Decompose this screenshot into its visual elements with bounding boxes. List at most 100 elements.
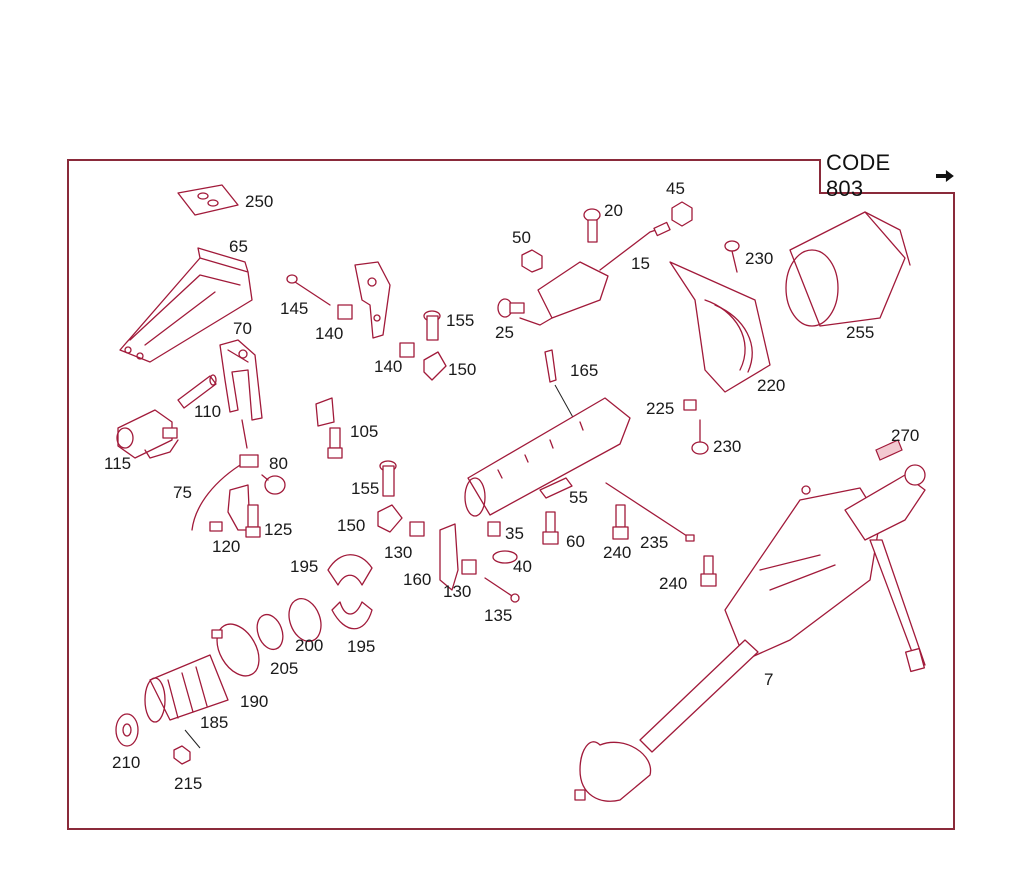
clip-part-120 <box>227 484 251 531</box>
callout-110: 110 <box>194 402 222 421</box>
cable-part-75 <box>191 454 259 532</box>
right-arrow-icon <box>936 169 955 182</box>
nut-part-130a <box>409 521 425 537</box>
diagram-frame <box>67 159 955 830</box>
callout-230-upper: 230 <box>745 249 774 268</box>
callout-160: 160 <box>403 570 432 589</box>
pin-part-270 <box>875 439 903 461</box>
callout-55: 55 <box>569 488 588 507</box>
plug-part-35 <box>487 521 501 537</box>
callout-80: 80 <box>269 454 288 473</box>
nut-part-130b <box>461 559 477 575</box>
callout-220: 220 <box>757 376 786 395</box>
nut-part-45 <box>671 201 693 227</box>
bolt-part-60 <box>542 511 559 545</box>
washer-part-210 <box>115 713 139 747</box>
callout-150-upper: 150 <box>448 360 477 379</box>
bolt-part-135 <box>484 577 520 603</box>
callout-35: 35 <box>505 524 524 543</box>
nut-part-140b <box>399 342 415 358</box>
callout-7: 7 <box>764 670 774 689</box>
bolt-part-155b <box>379 460 397 497</box>
switch-part-15 <box>519 221 671 326</box>
callout-120: 120 <box>212 537 241 556</box>
callout-225: 225 <box>646 399 675 418</box>
ring-part-200 <box>288 598 322 642</box>
shell-part-195b <box>331 601 373 630</box>
callout-195-upper: 195 <box>290 557 319 576</box>
callout-215: 215 <box>174 774 203 793</box>
callout-105: 105 <box>350 422 379 441</box>
motor-part-115 <box>116 409 179 459</box>
bracket-part-65 <box>119 247 253 363</box>
bracket-part-center <box>354 261 391 339</box>
callout-65: 65 <box>229 237 248 256</box>
callout-40: 40 <box>513 557 532 576</box>
column-tube <box>464 397 631 517</box>
bolt-part-240a <box>612 504 629 540</box>
screw-part-230a <box>724 240 740 273</box>
clip-part-225 <box>683 399 697 411</box>
lever-part-160 <box>439 523 459 591</box>
callout-155-upper: 155 <box>446 311 475 330</box>
insert-part-55 <box>539 477 573 499</box>
callout-240-right: 240 <box>659 574 688 593</box>
callout-240-left: 240 <box>603 543 632 562</box>
callout-150-lower: 150 <box>337 516 366 535</box>
callout-145: 145 <box>280 299 309 318</box>
bolt-part-155a <box>423 310 441 341</box>
part-105 <box>315 397 343 459</box>
block-part-150b <box>377 504 403 533</box>
callout-50: 50 <box>512 228 531 247</box>
bolt-part-20 <box>583 208 601 243</box>
shell-part-195a <box>327 554 373 586</box>
pin-part-110 <box>177 374 217 409</box>
bolt-part-145 <box>286 274 331 306</box>
callout-140-lower: 140 <box>374 357 403 376</box>
callout-165: 165 <box>570 361 599 380</box>
code-label-box: CODE 803 <box>819 150 955 201</box>
screw-part-230b <box>691 419 709 455</box>
callout-205: 205 <box>270 659 299 678</box>
knob-part-80 <box>261 474 286 495</box>
callout-60: 60 <box>566 532 585 551</box>
callout-230-lower: 230 <box>713 437 742 456</box>
callout-140-upper: 140 <box>315 324 344 343</box>
lever-bracket-part-70 <box>219 339 263 449</box>
shroud-part-255 <box>785 211 911 327</box>
callout-210: 210 <box>112 753 141 772</box>
nut-part-140a <box>337 304 353 320</box>
steering-column-assembly-part-7 <box>574 464 926 802</box>
boot-part-185 <box>144 654 229 723</box>
block-part-150a <box>423 351 447 381</box>
callout-250: 250 <box>245 192 274 211</box>
callout-130-left: 130 <box>384 543 413 562</box>
bolt-part-240b <box>700 555 717 587</box>
bolt-part-25 <box>497 298 525 318</box>
callout-115: 115 <box>104 454 132 473</box>
callout-25: 25 <box>495 323 514 342</box>
callout-190: 190 <box>240 692 269 711</box>
clamp-part-190 <box>211 623 260 677</box>
callout-255: 255 <box>846 323 875 342</box>
nut-part-215 <box>173 729 201 765</box>
callout-75: 75 <box>173 483 192 502</box>
callout-135: 135 <box>484 606 513 625</box>
callout-15: 15 <box>631 254 650 273</box>
ring-part-205 <box>256 613 284 651</box>
ring-part-40 <box>492 550 518 564</box>
gasket-part-250 <box>177 184 239 216</box>
callout-155-lower: 155 <box>351 479 380 498</box>
callout-270: 270 <box>891 426 920 445</box>
callout-185: 185 <box>200 713 229 732</box>
callout-70: 70 <box>233 319 252 338</box>
bolt-part-125 <box>245 504 261 538</box>
nut-part-50 <box>521 249 543 273</box>
cover-part-220 <box>669 261 771 393</box>
callout-130-right: 130 <box>443 582 472 601</box>
callout-235: 235 <box>640 533 669 552</box>
callout-195-lower: 195 <box>347 637 376 656</box>
callout-125: 125 <box>264 520 293 539</box>
callout-20: 20 <box>604 201 623 220</box>
